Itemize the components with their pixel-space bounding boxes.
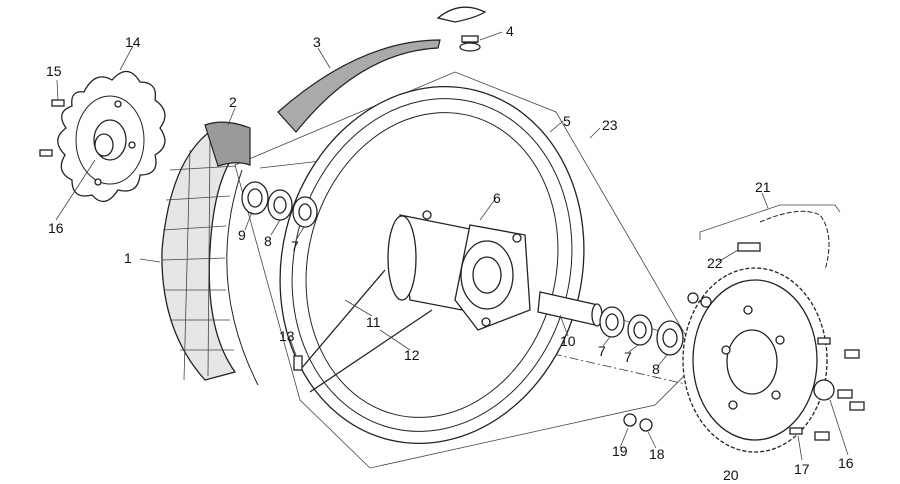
- callout-7c: 7: [624, 349, 632, 365]
- callout-9: 9: [238, 227, 246, 243]
- rim-strip-part-3: [277, 39, 441, 133]
- callout-3: 3: [313, 34, 321, 50]
- callout-20: 20: [723, 467, 739, 483]
- sprocket-part-20: [682, 267, 828, 453]
- callout-4: 4: [506, 23, 514, 39]
- callout-16b: 16: [838, 455, 854, 471]
- callout-8a: 8: [264, 233, 272, 249]
- callout-17: 17: [794, 461, 810, 477]
- callout-1: 1: [124, 250, 132, 266]
- callout-13: 13: [279, 328, 295, 344]
- callout-7a: 7: [291, 238, 299, 254]
- sprocket-bolts-part-17: [789, 337, 865, 441]
- chain-part-21: [759, 210, 830, 271]
- callout-23: 23: [602, 117, 618, 133]
- callout-6: 6: [493, 190, 501, 206]
- brake-disc-part-14: [57, 70, 166, 202]
- callout-10: 10: [560, 333, 576, 349]
- tyre-part-1: [161, 129, 242, 381]
- leader-lines: [55, 31, 849, 461]
- callout-16a: 16: [48, 220, 64, 236]
- right-bearing-stack: [599, 306, 684, 356]
- callout-11: 11: [366, 314, 381, 330]
- chain-link-part-22: [737, 242, 761, 252]
- callout-7b: 7: [598, 343, 606, 359]
- nipple-part-13: [293, 355, 303, 371]
- valve-part-4: [436, 6, 487, 52]
- callout-12: 12: [404, 347, 420, 363]
- nuts-part-18-19: [623, 292, 712, 432]
- left-bearing-stack: [241, 181, 318, 228]
- callout-8b: 8: [652, 361, 660, 377]
- chain-bracket: [699, 204, 841, 240]
- hub-part-6: [387, 210, 531, 331]
- callout-2: 2: [229, 94, 237, 110]
- callout-15: 15: [46, 63, 62, 79]
- callout-5: 5: [563, 113, 571, 129]
- sprocket-spacer-part-16: [813, 379, 835, 401]
- callout-19: 19: [612, 443, 628, 459]
- callout-14: 14: [125, 34, 141, 50]
- tyre-bead-arc: [226, 169, 259, 386]
- spoke-part-12: [309, 309, 433, 393]
- callout-21: 21: [755, 179, 771, 195]
- spoke-part-11: [299, 269, 386, 371]
- callout-18: 18: [649, 446, 665, 462]
- callout-22: 22: [707, 255, 723, 271]
- tube-part-2: [204, 121, 251, 167]
